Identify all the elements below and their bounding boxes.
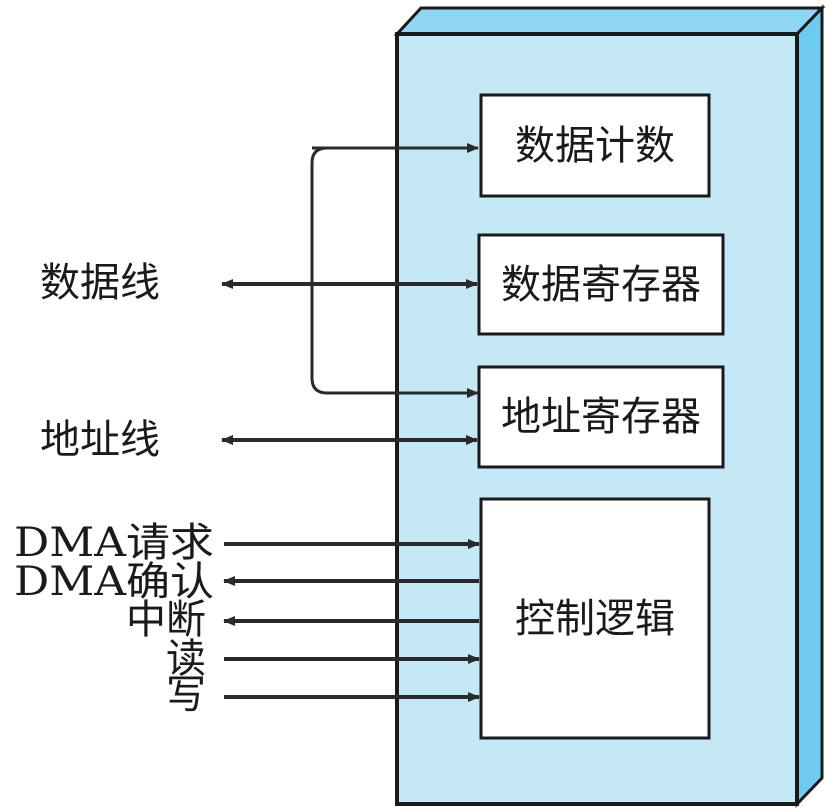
control-logic-box: 控制逻辑 xyxy=(479,497,711,740)
write-label: 写 xyxy=(166,672,206,718)
address-register-label: 地址寄存器 xyxy=(501,394,701,440)
data-counter-box: 数据计数 xyxy=(479,93,711,198)
data-register-label: 数据寄存器 xyxy=(501,262,701,308)
data-register-box: 数据寄存器 xyxy=(477,233,725,336)
panel-side-face xyxy=(795,4,824,808)
data-counter-label: 数据计数 xyxy=(515,123,675,169)
address-line-label: 地址线 xyxy=(40,417,160,463)
address-register-box: 地址寄存器 xyxy=(477,365,725,469)
read-label: 读 xyxy=(166,636,206,682)
panel-top-face xyxy=(393,6,826,36)
control-logic-label: 控制逻辑 xyxy=(515,596,675,642)
dma-ack-label: DMA确认 xyxy=(14,559,214,605)
dma-request-label: DMA请求 xyxy=(14,520,214,566)
interrupt-label: 中断 xyxy=(126,597,206,643)
data-line-label: 数据线 xyxy=(40,260,160,306)
